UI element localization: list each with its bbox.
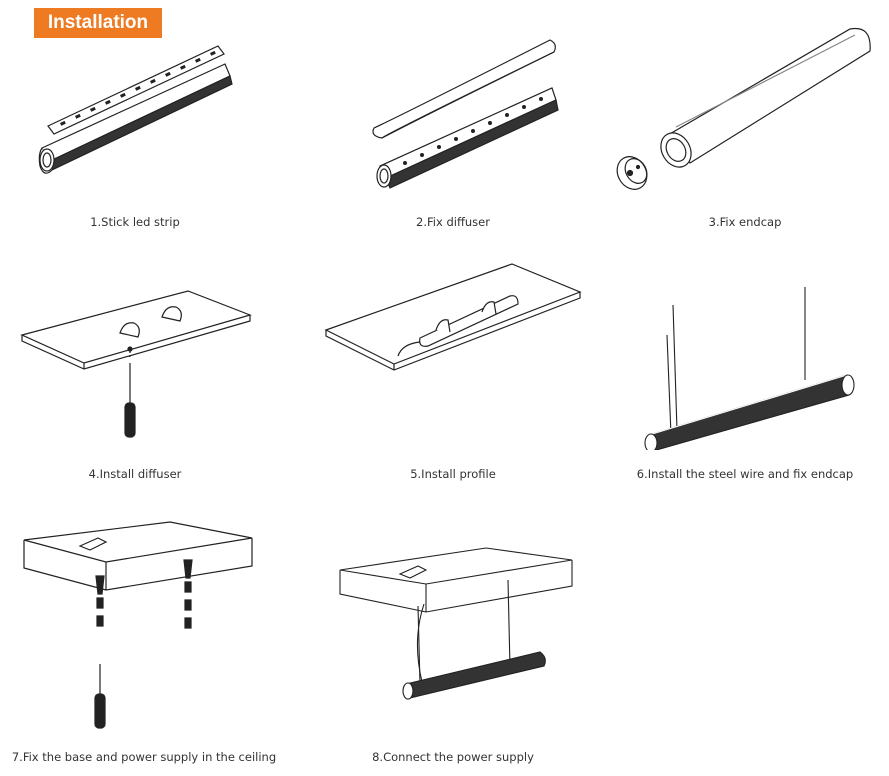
step-7-illustration — [20, 520, 255, 730]
step-2-caption: 2.Fix diffuser — [416, 215, 490, 229]
step-6-illustration — [635, 285, 860, 450]
step-7-caption: 7.Fix the base and power supply in the c… — [11, 750, 277, 764]
step-8-caption: 8.Connect the power supply — [372, 750, 534, 764]
step-1-illustration — [30, 28, 240, 203]
step-3-illustration — [610, 15, 875, 205]
section-title-badge: Installation — [34, 8, 162, 38]
step-2-illustration — [360, 28, 570, 203]
step-8-illustration — [338, 520, 578, 710]
step-6-caption: 6.Install the steel wire and fix endcap — [636, 467, 854, 481]
step-4-illustration — [18, 285, 253, 445]
step-5-caption: 5.Install profile — [410, 467, 496, 481]
step-4-caption: 4.Install diffuser — [88, 467, 182, 481]
step-1-caption: 1.Stick led strip — [90, 215, 180, 229]
step-3-caption: 3.Fix endcap — [708, 215, 782, 229]
step-5-illustration — [322, 260, 584, 375]
